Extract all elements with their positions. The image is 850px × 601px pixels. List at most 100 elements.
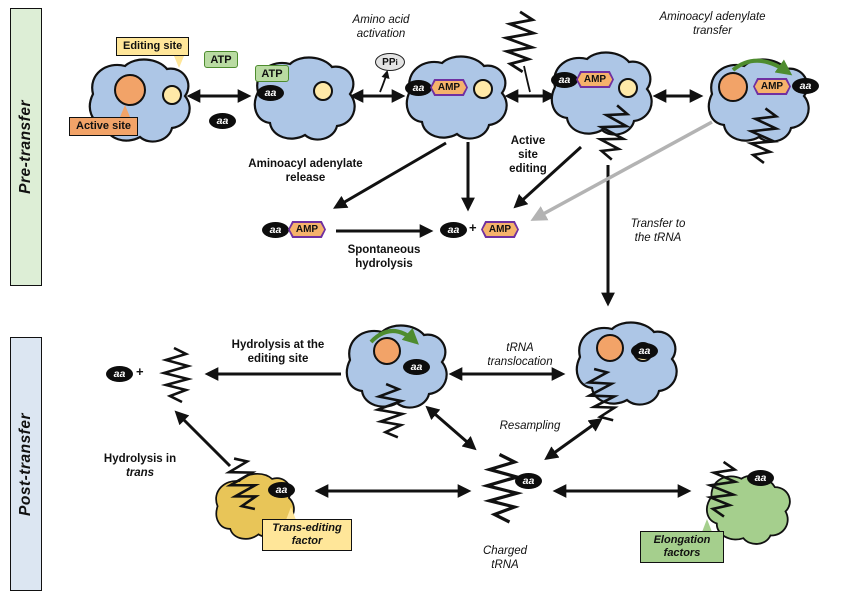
aa-badge-enzyme-f: aa	[631, 343, 658, 359]
green-arrows	[369, 58, 793, 345]
resampling-text: Resampling	[499, 420, 561, 432]
atp-badge-free: ATP	[204, 51, 238, 68]
editing-site-callout-pointer	[174, 56, 184, 68]
label-spontaneous-hydrolysis: Spontaneous hydrolysis	[328, 243, 440, 271]
label-hydrolysis-editing-site: Hydrolysis at the editing site	[230, 338, 326, 366]
plus-sign-bottom: +	[136, 364, 144, 379]
active-site-callout: Active site	[69, 117, 139, 137]
section-pre-transfer: Pre-transfer	[10, 8, 42, 286]
label-charged-trna: Charged tRNA	[476, 544, 534, 572]
pre-transfer-label: Pre-transfer	[17, 100, 34, 194]
aa-badge-released: aa	[262, 222, 289, 238]
label-trna-translocation: tRNA translocation	[476, 341, 564, 369]
aa-badge-free: aa	[209, 113, 236, 129]
arrow-resampling-right	[544, 417, 603, 461]
spontaneous-hydrolysis-text: Spontaneous hydrolysis	[347, 244, 421, 271]
amp-text: AMP	[295, 224, 319, 235]
arrow-gray-editing-from-transfer-state	[530, 120, 713, 221]
amino-acid-activation-text: Amino acid activation	[352, 14, 410, 41]
connector-trna-binding	[523, 65, 531, 93]
trna-free-product	[162, 346, 190, 404]
ppi-text: PP	[382, 56, 396, 68]
aa-badge-elongation: aa	[747, 470, 774, 486]
amp-hex-fill: AMP	[482, 222, 518, 237]
plus-text: +	[469, 220, 477, 235]
aa-text: aa	[269, 224, 282, 236]
active-site-circle-5	[718, 72, 748, 102]
elongation-callout-text: Elongation factors	[653, 534, 711, 560]
amp-hex-fill: AMP	[289, 222, 325, 237]
aa-badge-enzyme-g: aa	[403, 359, 430, 375]
amp-text: AMP	[488, 224, 512, 235]
arrow-hydrolysis-in-trans	[174, 410, 232, 468]
label-resampling: Resampling	[490, 419, 570, 433]
trans-factor-callout-pointer	[286, 507, 296, 520]
aa-text: aa	[216, 115, 229, 127]
aa-text: aa	[558, 74, 571, 86]
aa-text: aa	[522, 475, 535, 487]
aa-badge-enzyme5: aa	[792, 78, 819, 94]
plus-sign-top: +	[469, 220, 477, 235]
aa-badge-hydrolyzed: aa	[440, 222, 467, 238]
trna-free-top	[501, 9, 537, 74]
hydrolysis-editing-site-text: Hydrolysis at the editing site	[231, 339, 325, 366]
ppi-sub-text: i	[395, 57, 398, 67]
amp-badge-enzyme4: AMP	[576, 71, 614, 88]
label-aminoacyl-adenylate-transfer: Aminoacyl adenylate transfer	[645, 10, 780, 38]
aa-text: aa	[264, 87, 277, 99]
aa-text: aa	[113, 368, 126, 380]
trans-rest-text: editing factor	[291, 522, 342, 548]
aa-text: aa	[412, 82, 425, 94]
enzyme-adenylate	[405, 55, 508, 140]
label-transfer-to-trna: Transfer to the tRNA	[622, 217, 694, 245]
section-post-transfer: Post-transfer	[10, 337, 42, 591]
label-amino-acid-activation: Amino acid activation	[342, 13, 420, 41]
arrow-resampling-left	[425, 405, 477, 451]
amp-badge-hydrolyzed: AMP	[481, 221, 519, 238]
label-active-site-editing: Active site editing	[500, 134, 556, 176]
enzyme-posttransfer-active	[575, 321, 678, 406]
elongation-factors-callout: Elongation factors	[640, 531, 724, 564]
editing-site-callout: Editing site	[116, 37, 190, 57]
green-arrow-editing-state	[369, 327, 419, 345]
amp-hex-fill: AMP	[577, 72, 613, 87]
editing-site-callout-text: Editing site	[123, 40, 183, 52]
adenylate-transfer-text: Aminoacyl adenylate transfer	[659, 11, 766, 38]
hydrolysis-in-text: Hydrolysis in	[103, 453, 177, 465]
enzyme-posttransfer-editing	[345, 324, 448, 409]
atp-badge-bound: ATP	[255, 65, 289, 82]
aa-badge-product: aa	[106, 366, 133, 382]
transfer-to-trna-text: Transfer to the tRNA	[630, 218, 686, 245]
arrow-adenylate-release	[333, 141, 447, 209]
aa-badge-enzyme3: aa	[405, 80, 432, 96]
amp-badge-released: AMP	[288, 221, 326, 238]
editing-site-circle-4	[618, 78, 638, 98]
atp-text: ATP	[261, 67, 283, 80]
green-arrow-transfer-state	[731, 58, 793, 76]
trna-translocation-text: tRNA translocation	[487, 342, 553, 369]
aa-text: aa	[754, 472, 767, 484]
amp-hex-fill: AMP	[431, 80, 467, 95]
arrow-active-site-editing-2	[513, 145, 583, 209]
plus-text: +	[136, 364, 144, 379]
amp-text: AMP	[760, 81, 784, 92]
active-site-circle-f	[596, 334, 624, 362]
atp-text: ATP	[210, 53, 232, 66]
aa-badge-enzyme2: aa	[257, 85, 284, 101]
active-site-callout-text: Active site	[76, 120, 132, 132]
aa-text: aa	[447, 224, 460, 236]
aa-text: aa	[275, 484, 288, 496]
elongation-callout-pointer	[702, 519, 712, 532]
black-arrows	[174, 65, 704, 498]
active-site-editing-text: Active site editing	[509, 135, 547, 176]
amp-hex-fill: AMP	[754, 79, 790, 94]
active-site-callout-pointer	[120, 105, 130, 117]
active-site-circle-1	[114, 74, 146, 106]
editing-site-circle-2	[313, 81, 333, 101]
editing-site-circle-1	[162, 85, 182, 105]
aa-badge-trans-factor: aa	[268, 482, 295, 498]
aa-badge-charged-trna: aa	[515, 473, 542, 489]
aa-text: aa	[638, 345, 651, 357]
active-site-circle-g	[373, 337, 401, 365]
